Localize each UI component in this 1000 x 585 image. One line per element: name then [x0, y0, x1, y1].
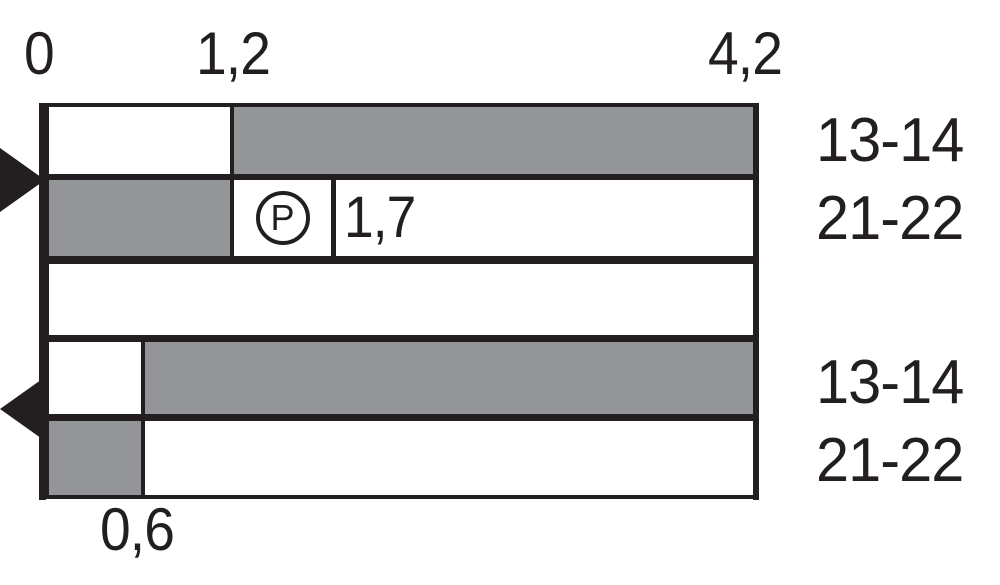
series-label-g1-21-22: 21-22 [816, 184, 964, 253]
arrow-left-icon [0, 377, 45, 441]
parking-marker-cell: P [230, 180, 331, 256]
bar-row-g1-21-22: P 1,7 [45, 176, 757, 260]
arrow-right-icon [0, 148, 45, 212]
bar-row-g2-13-14 [45, 338, 757, 418]
bar-value-cell: 1,7 [331, 180, 753, 256]
bar-segment-fill [141, 342, 753, 414]
axis-tick-label-4-2: 4,2 [708, 20, 783, 87]
bar-segment-empty [49, 107, 230, 174]
bar-row-separator-empty [45, 260, 757, 339]
axis-tick-label-0: 0 [24, 20, 55, 87]
axis-line-zero [39, 103, 46, 500]
p-badge-icon: P [255, 191, 310, 245]
axis-tick-label-0-6: 0,6 [100, 496, 175, 563]
bar-segment-empty [141, 421, 753, 495]
bar-value-label: 1,7 [344, 185, 416, 250]
bar-segment-fill [49, 180, 230, 256]
bar-segment-fill [49, 421, 141, 495]
series-label-g2-13-14: 13-14 [816, 348, 964, 417]
bar-segment-empty [49, 342, 141, 414]
series-label-g2-21-22: 21-22 [816, 426, 964, 495]
series-label-g1-13-14: 13-14 [816, 106, 964, 175]
axis-tick-label-1-2: 1,2 [196, 20, 271, 87]
bar-row-g1-13-14 [45, 103, 757, 178]
bar-row-g2-21-22 [45, 417, 757, 499]
bar-segment-fill [230, 107, 753, 174]
